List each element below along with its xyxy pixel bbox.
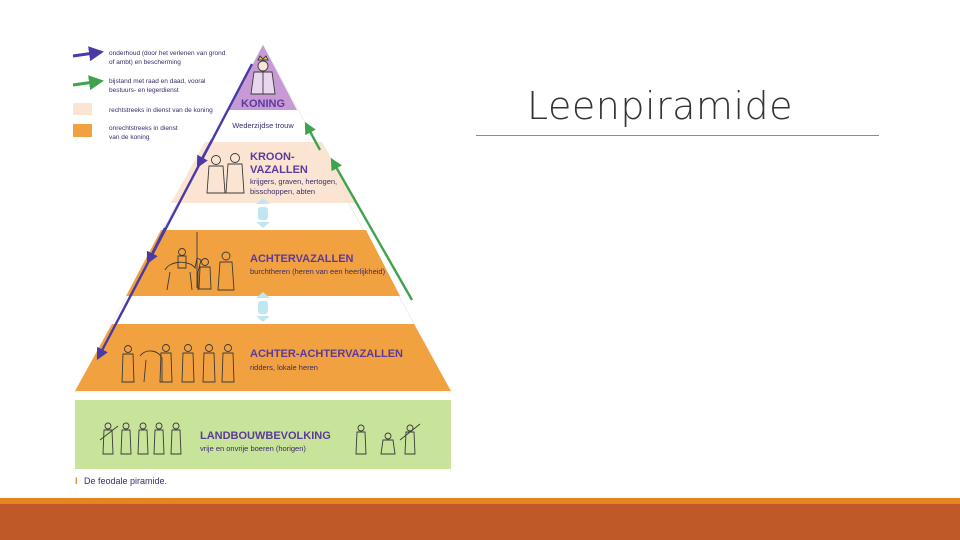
achtervazallen-band (126, 230, 400, 296)
kroonvazallen-sub-line-2: bisschoppen, abten (250, 187, 315, 196)
purple-arrow-down (96, 63, 254, 361)
achter-achtervazallen-sub: ridders, lokale heren (250, 363, 318, 372)
legend-4-line-1: onrechtstreeks in dienst (109, 125, 178, 132)
landbouwbevolking-band (75, 400, 451, 469)
footer-bar (0, 504, 960, 540)
achtervazallen-sub: burchtheren (heren van een heerlijkheid) (250, 267, 386, 276)
caption-marker: I (75, 476, 78, 486)
legend-purple-arrow-icon (72, 46, 104, 62)
kroonvazallen-band (171, 142, 357, 203)
rear-vassal-figures-icon (164, 232, 235, 291)
king-figure-icon (250, 55, 276, 95)
kroonvazallen-title-line-2: VAZALLEN (250, 164, 308, 176)
kroonvazallen-title-line-1: KROON- (250, 151, 295, 163)
legend-4-line-2: van de koning (109, 134, 150, 141)
landbouwbevolking-sub: vrije en onvrije boeren (horigen) (200, 444, 306, 453)
title-underline (476, 135, 879, 136)
landbouwbevolking-title: LANDBOUWBEVOLKING (200, 430, 331, 442)
wederzijdse-trouw-label: Wederzijdse trouw (232, 121, 294, 130)
achter-achtervazallen-title: ACHTER-ACHTERVAZALLEN (250, 348, 403, 360)
green-arrow-up (330, 157, 414, 301)
legend-green-arrow-icon (72, 75, 104, 91)
legend-1-line-2: of ambt) en bescherming (109, 59, 181, 66)
legend-2-line-1: bijstand met raad en daad, vooral (109, 78, 206, 85)
koning-title: KONING (241, 98, 285, 110)
kroonvazallen-sub-line-1: krijgers, graven, hertogen, (250, 177, 337, 186)
crown-vassal-figures-icon (206, 153, 245, 194)
figure-caption: De feodale piramide. (84, 476, 167, 486)
legend: onderhoud (door het verlenen van grond o… (72, 46, 226, 141)
achtervazallen-title: ACHTERVAZALLEN (250, 253, 354, 265)
legend-swatch-direct (73, 103, 92, 115)
legend-swatch-indirect (73, 124, 92, 137)
footer-accent-stripe (0, 498, 960, 504)
legend-1-line-1: onderhoud (door het verlenen van grond (109, 50, 226, 57)
peasant-figures-icon (99, 422, 421, 455)
sub-rear-vassal-figures-icon (121, 344, 235, 383)
legend-2-line-2: bestuurs- en legerdienst (109, 87, 179, 94)
level-link-icons (256, 198, 270, 322)
legend-3-line-1: rechtstreeks in dienst van de koning (109, 107, 213, 114)
slide-title: Leenpiramide (527, 84, 794, 128)
achter-achtervazallen-band (75, 324, 451, 391)
